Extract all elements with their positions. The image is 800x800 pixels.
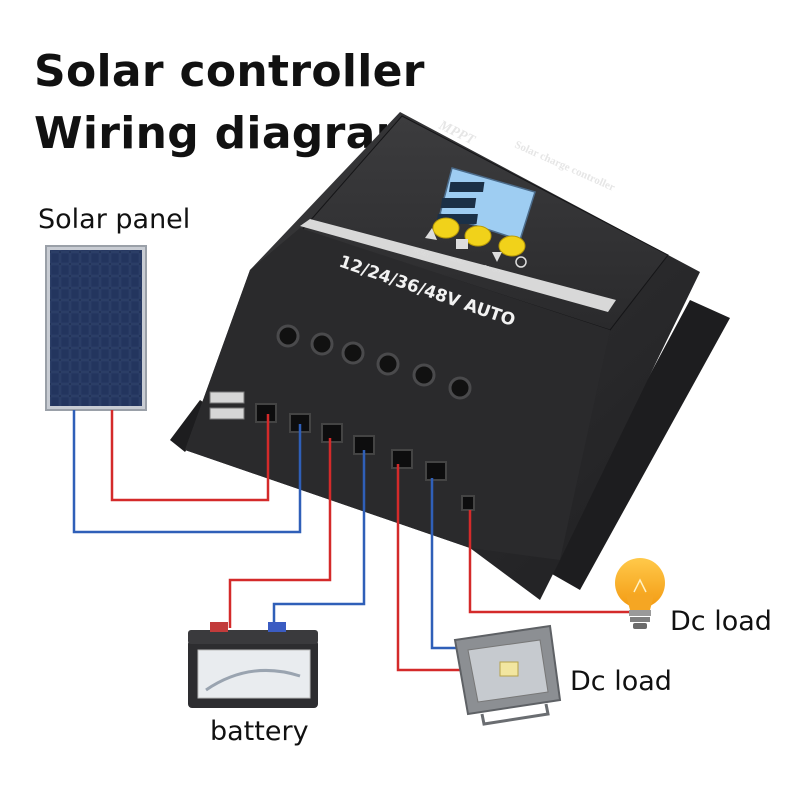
controller-indicator-holes [276, 324, 472, 400]
down-arrow-icon [492, 252, 502, 262]
title-line-2: Wiring diagram [34, 108, 422, 159]
button-onoff-label: ON OFF [482, 264, 502, 276]
controller-label-band [300, 219, 616, 312]
button-left[interactable] [432, 217, 460, 239]
usb-port-2 [209, 407, 245, 420]
battery-label: battery [210, 716, 309, 747]
solar-positive-wire [110, 410, 270, 502]
solar-panel [45, 245, 147, 411]
controller-mounting-flange-right [545, 300, 730, 590]
dc-load-floodlight-label: Dc load [570, 666, 672, 697]
power-icon [515, 256, 527, 268]
menu-icon [456, 239, 468, 249]
battery-positive-wire [228, 438, 332, 628]
bulb-positive-wire [468, 510, 632, 614]
button-middle[interactable] [464, 225, 492, 247]
dc-load-bulb-label: Dc load [670, 606, 772, 637]
battery-icon [188, 622, 318, 708]
reset-arrow-icon [425, 228, 437, 240]
battery-negative-wire [272, 450, 366, 628]
solar-negative-wire [72, 410, 302, 534]
floodlight-icon [453, 624, 562, 726]
button-right[interactable] [498, 235, 526, 257]
controller-front-face [185, 228, 610, 560]
lightbulb-icon [615, 558, 665, 629]
solar-panel-label: Solar panel [38, 204, 191, 235]
button-menu-label: MENU [448, 256, 464, 266]
floodlight-positive-wire [396, 464, 462, 672]
usb-port-1 [209, 391, 245, 404]
title-line-1: Solar controller [34, 46, 425, 97]
solar-charge-controller: MPPT Solar charge controller 12/24/36/48… [170, 112, 730, 600]
button-reset-label: RESET [412, 248, 430, 259]
wire-terminals [255, 403, 475, 511]
